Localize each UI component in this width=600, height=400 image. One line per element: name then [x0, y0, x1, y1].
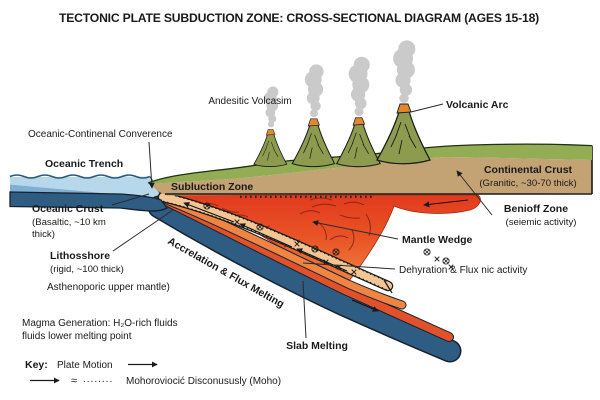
vegetation-layer	[148, 144, 592, 184]
label-asthenosphere: Asthenoporic upper mantle)	[47, 282, 170, 293]
key-moho-approx-symbol: ≈	[71, 375, 77, 387]
label-slab-melting: Slab Melting	[286, 340, 348, 352]
label-oceanic-crust-sub2: thick)	[32, 229, 55, 240]
label-continental-crust: Continental Crust	[484, 164, 573, 176]
label-subduction-zone: Subluction Zone	[171, 181, 253, 193]
label-volcanic-arc: Volcanic Arc	[446, 99, 509, 111]
subduction-channel	[159, 193, 392, 290]
label-convergence: Oceanic-Continenal Converence	[28, 129, 173, 140]
diagram-key: Key: Plate Motion ≈ ........ Mohorovioci…	[25, 359, 281, 387]
leader-dehydration	[302, 262, 396, 270]
key-heading: Key:	[25, 359, 48, 371]
slab-orange-layer	[158, 194, 406, 309]
label-magma-line2: fluids lower melting point	[22, 331, 132, 342]
channel-end-cap	[383, 279, 393, 294]
smoke-plume-3	[348, 56, 370, 117]
label-dehydration: Dehyration & Flux nic activity	[399, 265, 527, 276]
smoke-plume-4	[393, 40, 416, 104]
label-lithosphere-sub: (rigid, ~100 thick)	[50, 264, 124, 275]
label-continental-crust-sub: (Granitic, ~30-70 thick)	[479, 178, 576, 189]
label-lithosphere: Lithosshore	[50, 250, 110, 262]
label-mantle-wedge: Mantle Wedge	[402, 234, 473, 246]
plate-motion-arrows	[183, 199, 469, 312]
leader-convergence	[148, 141, 155, 189]
label-oceanic-trench: Oceanic Trench	[45, 158, 123, 170]
leader-benioff	[456, 170, 493, 216]
key-plate-motion-label: Plate Motion	[57, 360, 113, 371]
label-oceanic-crust-sub1: (Basaltic, ~10 km	[32, 217, 106, 228]
volcanic-arc-volcanoes	[253, 103, 431, 168]
key-moho-dots: ........	[83, 374, 113, 385]
smoke-plume-2	[304, 64, 324, 118]
diagram-title: TECTONIC PLATE SUBDUCTION ZONE: CROSS-SE…	[59, 11, 539, 25]
leader-slab-melting	[302, 280, 307, 339]
continental-crust	[152, 157, 592, 196]
leader-mantle-wedge	[312, 220, 399, 240]
label-magma-line1: Magma Generation: H₂O-rich fluids	[22, 318, 178, 329]
key-moho-label: Mohoroviocić Disconususly (Moho)	[126, 376, 281, 387]
oceanic-plate-slab	[9, 191, 462, 363]
volcano-3	[336, 117, 381, 168]
leader-volcanic-arc	[410, 103, 444, 113]
slab-navy-layer	[149, 197, 460, 361]
volcano-4	[376, 103, 431, 165]
leader-oceanic-crust	[111, 193, 150, 206]
volcano-2	[291, 118, 336, 168]
label-oceanic-crust: Oceanic Crust	[32, 203, 104, 215]
volcano-1	[253, 129, 288, 167]
label-benioff-zone-sub: (seiemic activity)	[506, 217, 577, 228]
label-benioff-zone: Benioff Zone	[504, 203, 568, 215]
ocean-wave-line	[9, 174, 151, 179]
ocean-water	[10, 176, 163, 199]
leader-lines	[111, 103, 493, 339]
oceanic-plate-left	[9, 191, 168, 212]
label-andesitic-volcanism: Andesitic Volcasim	[208, 96, 291, 107]
smoke-plumes	[263, 40, 416, 128]
leader-lithosphere	[112, 209, 174, 252]
